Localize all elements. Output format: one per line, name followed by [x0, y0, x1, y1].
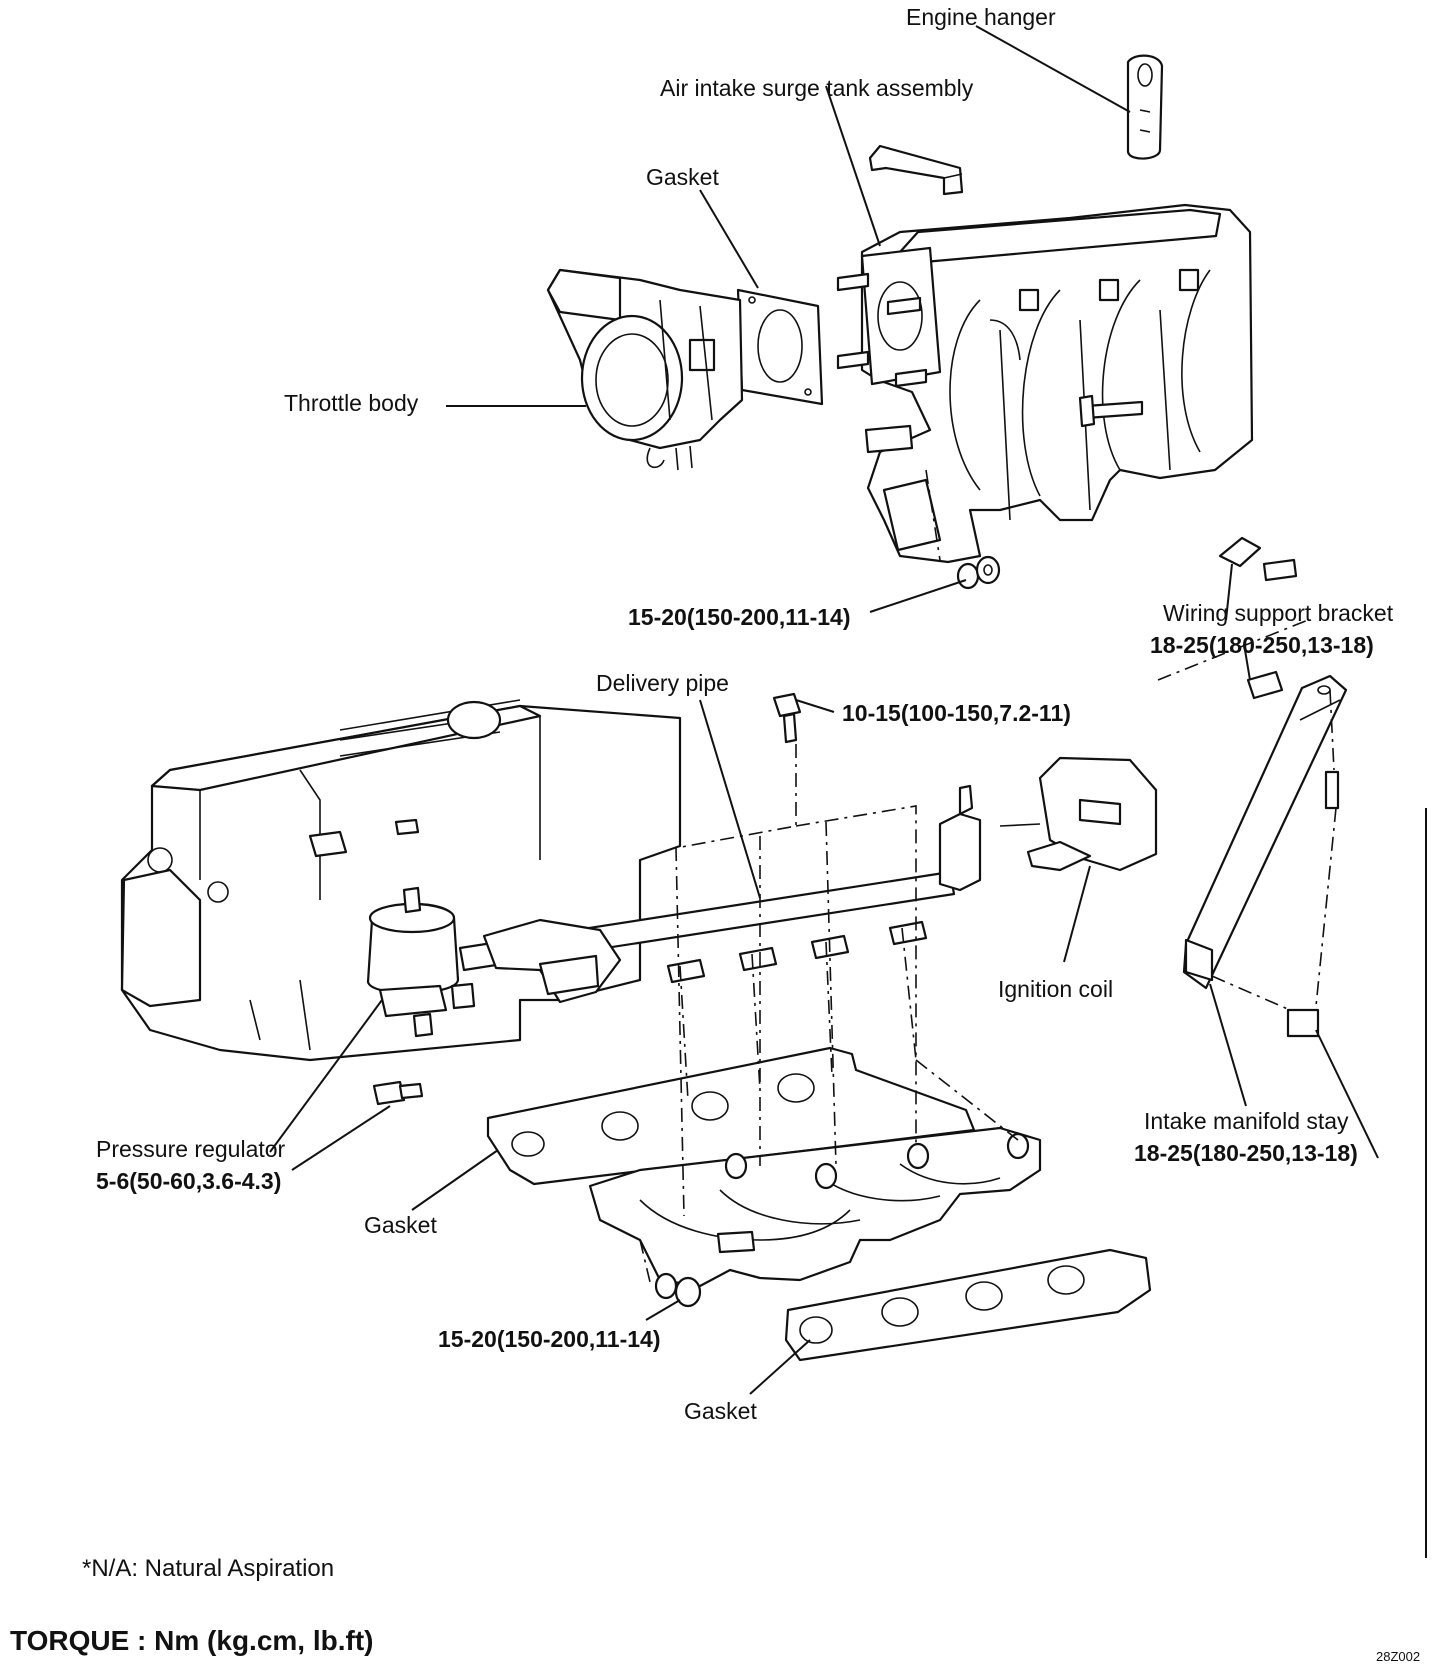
label-intake-manifold-stay: Intake manifold stay [1144, 1108, 1349, 1134]
label-throttle-body: Throttle body [284, 390, 419, 416]
manifold-gasket-bottom [784, 1248, 1152, 1362]
delivery-pipe-bolt [772, 692, 802, 744]
air-intake-surge-tank [836, 203, 1254, 564]
torque-manifold-stay: 18-25(180-250,13-18) [1134, 1140, 1358, 1166]
torque-surge-tank-nut: 15-20(150-200,11-14) [628, 604, 851, 630]
surge-tank-nut [956, 555, 1001, 590]
label-wiring-support-bracket: Wiring support bracket [1163, 600, 1394, 626]
footer-figure-code: 28Z002 [1376, 1649, 1421, 1664]
label-gasket-top: Gasket [646, 164, 719, 190]
engine-hanger [1126, 54, 1164, 160]
throttle-body [546, 268, 744, 471]
assembly-alignment-lines [639, 469, 1337, 1283]
label-pressure-regulator: Pressure regulator [96, 1136, 286, 1162]
torque-manifold-nut: 15-20(150-200,11-14) [438, 1326, 661, 1352]
intake-manifold-lower [588, 1126, 1042, 1288]
surge-tank-bracket [868, 144, 964, 196]
throttle-gasket [736, 288, 824, 406]
torque-pressure-regulator: 5-6(50-60,3.6-4.3) [96, 1168, 282, 1194]
label-gasket-bottom: Gasket [684, 1398, 757, 1424]
delivery-pipe [458, 784, 982, 1004]
torque-wiring-bracket: 18-25(180-250,13-18) [1150, 632, 1374, 658]
torque-delivery-pipe: 10-15(100-150,7.2-11) [842, 700, 1071, 726]
label-delivery-pipe: Delivery pipe [596, 670, 729, 696]
label-engine-hanger: Engine hanger [906, 4, 1056, 30]
wiring-support-bracket [1218, 536, 1298, 582]
manifold-stay-bolts [1286, 770, 1340, 1038]
manifold-gasket-middle [486, 1046, 976, 1186]
pressure-regulator-bolt [372, 1080, 424, 1106]
label-surge-tank: Air intake surge tank assembly [660, 75, 974, 101]
ignition-coil [999, 756, 1158, 872]
label-gasket-middle: Gasket [364, 1212, 437, 1238]
footer-torque-units: TORQUE : Nm (kg.cm, lb.ft) [10, 1625, 374, 1656]
wiring-bracket-bolt [1246, 670, 1284, 700]
pressure-regulator [366, 886, 476, 1038]
footer-note: *N/A: Natural Aspiration [82, 1555, 335, 1582]
label-ignition-coil: Ignition coil [998, 976, 1114, 1002]
leader-lines [269, 25, 1379, 1395]
intake-manifold-stay [1182, 674, 1348, 990]
manifold-nut [654, 1272, 702, 1308]
